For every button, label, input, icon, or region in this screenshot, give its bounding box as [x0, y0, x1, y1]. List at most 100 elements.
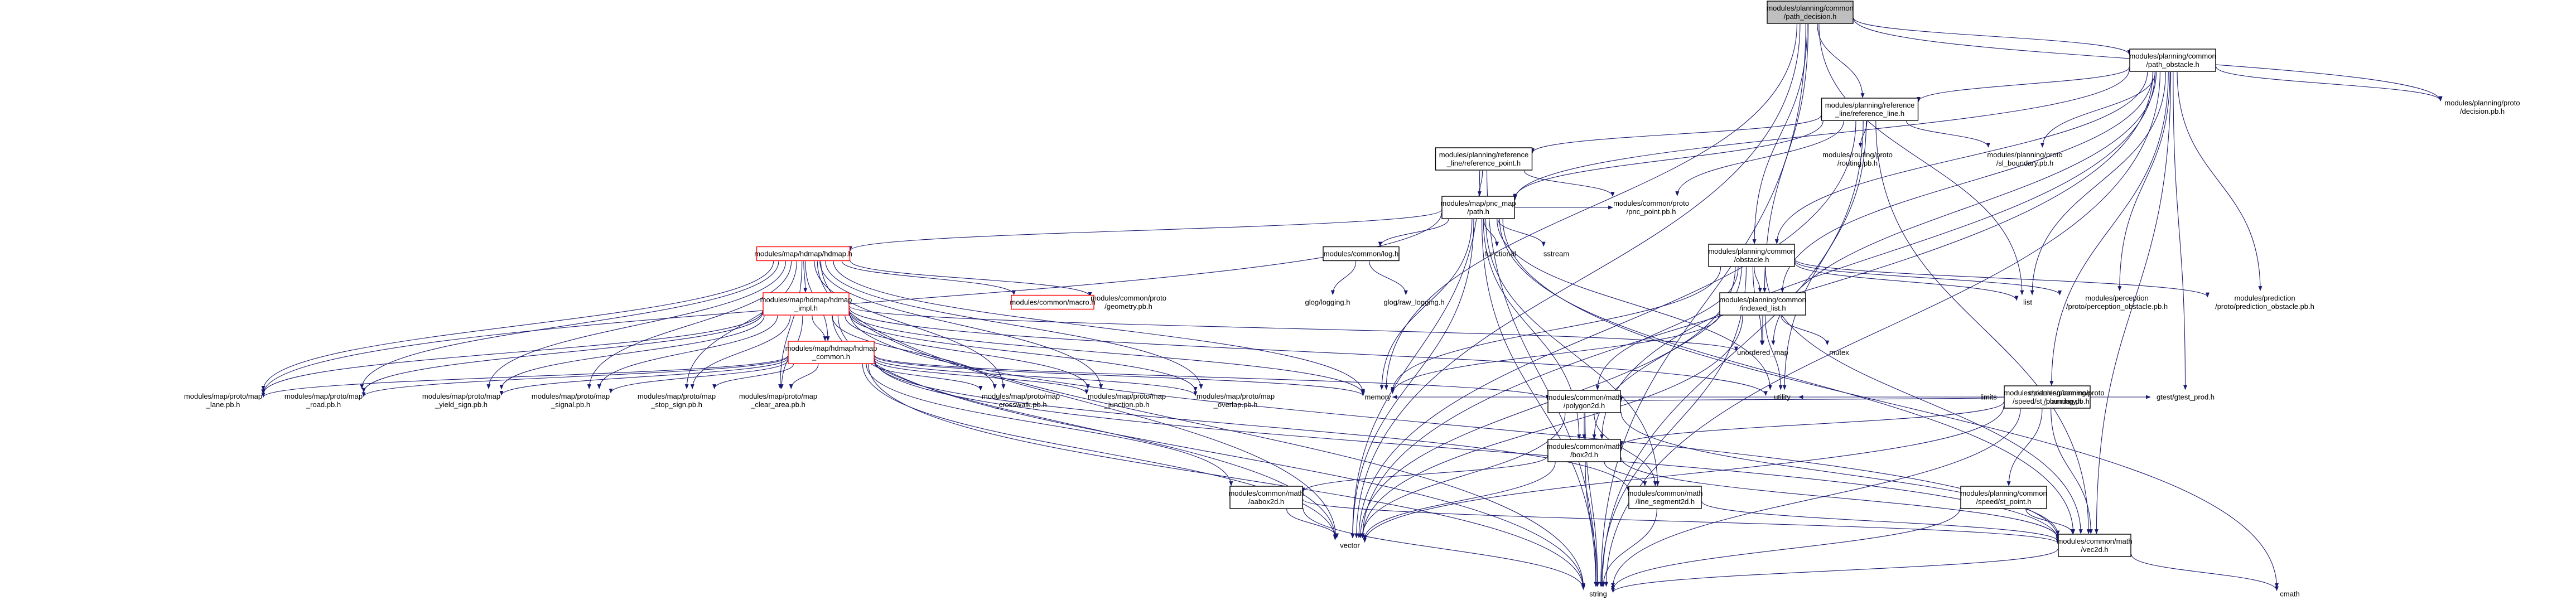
node-box	[1960, 486, 2047, 509]
edge-hdmap-to-junction-pb	[819, 261, 1103, 389]
edge-st-point-to-vec2d	[2025, 509, 2075, 534]
edge-obstacle-to-string	[1599, 267, 1747, 587]
node-label: modules/common/math	[1546, 393, 1622, 401]
graph-node-indexed-list[interactable]: modules/planning/common/indexed_list.h	[1719, 292, 1806, 316]
node-label: unordered_map	[1737, 349, 1788, 357]
graph-node-reference-line[interactable]: modules/planning/reference_line/referenc…	[1821, 98, 1919, 121]
node-label: modules/planning/proto	[2444, 99, 2520, 107]
edge-path-obstacle-to-decision-pb	[2216, 66, 2443, 101]
edge-pnc-path-to-utility	[1497, 219, 1772, 390]
graph-node-obstacle[interactable]: modules/planning/common/obstacle.h	[1708, 244, 1795, 267]
node-label: /path_decision.h	[1784, 12, 1837, 21]
graph-node-hdmap[interactable]: modules/map/hdmap/hdmap.h	[754, 246, 852, 262]
node-label: modules/map/hdmap/hdmap.h	[754, 250, 852, 258]
edge-hdmap-common-to-lane-pb	[261, 355, 788, 398]
edge-hdmap-impl-to-junction-pb	[845, 315, 1090, 389]
graph-node-polygon2d[interactable]: modules/common/math/polygon2d.h	[1546, 390, 1622, 413]
node-label: _common.h	[812, 352, 850, 361]
edge-hdmap-common-to-signal-pb	[609, 360, 788, 394]
edge-root-to-string	[1599, 23, 1806, 587]
node-label: glog/logging.h	[1305, 298, 1350, 307]
graph-node-hdmap-impl[interactable]: modules/map/hdmap/hdmap_impl.h	[760, 292, 852, 316]
edge-path-obstacle-to-reference-line	[1917, 67, 2130, 102]
graph-node-unordered-map: unordered_map	[1737, 349, 1788, 357]
node-label: modules/planning/reference	[1439, 151, 1528, 159]
graph-node-limits: limits	[1980, 393, 1997, 401]
node-label: /pnc_point.pb.h	[1627, 207, 1676, 216]
edge-reference-line-to-reference-point	[1531, 115, 1822, 153]
graph-node-pnc-path[interactable]: modules/map/pnc_map/path.h	[1440, 196, 1516, 219]
node-label: modules/map/proto/map	[638, 392, 716, 400]
graph-node-log[interactable]: modules/common/log.h	[1323, 246, 1400, 262]
node-label: modules/map/pnc_map	[1440, 199, 1516, 207]
edge-obstacle-to-polygon2d	[1595, 267, 1739, 390]
edge-hdmap-common-to-overlap-pb	[874, 357, 1198, 396]
edge-hdmap-impl-to-signal-pb	[597, 315, 778, 389]
node-label: /path.h	[1467, 207, 1489, 216]
edge-root-to-reference-line	[1817, 23, 1865, 98]
graph-node-vec2d[interactable]: modules/common/math/vec2d.h	[2057, 534, 2133, 557]
edge-hdmap-common-to-vec2d	[874, 359, 2060, 540]
graph-node-path-obstacle[interactable]: modules/planning/common/path_obstacle.h	[2129, 49, 2216, 72]
edge-aabox2d-to-vec2d	[1303, 499, 2060, 544]
graph-node-root[interactable]: modules/planning/common/path_decision.h	[1767, 1, 1854, 24]
node-box	[763, 292, 850, 316]
edge-polygon2d-to-line-segment2d	[1594, 413, 1657, 486]
graph-node-box2d[interactable]: modules/common/math/box2d.h	[1546, 439, 1622, 462]
edge-pnc-path-to-string	[1481, 219, 1598, 587]
node-label: modules/planning/common	[1767, 4, 1853, 12]
edge-speed-boundary-to-box2d	[1619, 401, 2004, 447]
edge-obstacle-to-memory	[1391, 267, 1721, 392]
node-label: modules/map/proto/map	[1088, 392, 1166, 400]
edge-speed-boundary-to-vec2d	[2051, 408, 2093, 534]
node-label: _signal.pb.h	[551, 400, 590, 409]
edge-line-segment2d-to-vec2d	[1701, 501, 2060, 542]
graph-node-reference-point[interactable]: modules/planning/reference_line/referenc…	[1435, 147, 1533, 171]
edge-st-point-to-string	[1611, 507, 1961, 591]
graph-node-hdmap-common[interactable]: modules/map/hdmap/hdmap_common.h	[785, 341, 877, 364]
graph-node-sl-boundary-pb: modules/planning/proto/sl_boundary.pb.h	[1987, 151, 2062, 167]
graph-node-glog-raw-logging: glog/raw_logging.h	[1383, 298, 1444, 307]
node-box	[1435, 147, 1533, 171]
node-layer: modules/planning/common/path_decision.hm…	[184, 1, 2520, 598]
node-label: modules/common/proto	[1613, 199, 1689, 207]
node-label: _crosswalk.pb.h	[994, 400, 1046, 409]
graph-node-junction-pb: modules/map/proto/map_junction.pb.h	[1088, 392, 1166, 409]
node-label: /proto/prediction_obstacle.pb.h	[2215, 302, 2314, 311]
edge-path-obstacle-to-box2d	[1600, 71, 2155, 439]
edge-path-obstacle-to-string	[1604, 71, 2160, 587]
graph-node-aabox2d[interactable]: modules/common/math/aabox2d.h	[1228, 486, 1304, 509]
graph-node-pnc-point-pb: modules/common/proto/pnc_point.pb.h	[1613, 199, 1689, 216]
edge-hdmap-to-yield-sign-pb	[486, 261, 787, 389]
node-label: modules/map/proto/map	[184, 392, 262, 400]
edge-hdmap-to-geometry-pb	[850, 260, 1092, 297]
graph-node-utility: utility	[1774, 393, 1791, 401]
edge-pnc-path-to-cmath	[1502, 219, 2279, 588]
edge-hdmap-impl-to-memory	[849, 311, 1365, 395]
edge-polygon2d-to-vector	[1360, 413, 1566, 539]
node-label: /speed/st_point.h	[1976, 497, 2031, 506]
graph-node-string: string	[1589, 590, 1607, 598]
edge-hdmap-common-to-junction-pb	[874, 359, 1089, 395]
node-label: modules/routing/proto	[1822, 151, 1893, 159]
edge-path-obstacle-to-sl-boundary-pb	[2040, 71, 2156, 148]
edge-path-obstacle-to-gtest-prod	[2173, 71, 2188, 390]
graph-node-st-point[interactable]: modules/planning/common/speed/st_point.h	[1960, 486, 2047, 509]
node-box	[1628, 486, 1702, 509]
graph-node-macro[interactable]: modules/common/macro.h	[1010, 294, 1096, 310]
graph-node-line-segment2d[interactable]: modules/common/math/line_segment2d.h	[1627, 486, 1703, 509]
node-label: sstream	[1543, 250, 1569, 258]
node-label: gtest/gtest_prod.h	[2157, 393, 2215, 401]
edge-path-obstacle-to-speed-boundary	[2049, 71, 2169, 386]
node-label: /proto/perception_obstacle.pb.h	[2066, 302, 2168, 311]
node-label: /geometry.pb.h	[1104, 302, 1152, 311]
edge-obstacle-to-prediction-obstacle-pb	[1794, 259, 2210, 298]
node-box	[1547, 439, 1621, 462]
node-label: modules/planning/common	[1708, 247, 1794, 255]
graph-node-prediction-obstacle-pb: modules/prediction/proto/prediction_obst…	[2215, 294, 2314, 311]
graph-node-speed-boundary[interactable]: modules/planning/common/speed/st_boundar…	[2004, 385, 2091, 409]
graph-node-geometry-pb: modules/common/proto/geometry.pb.h	[1091, 294, 1166, 311]
edge-hdmap-impl-to-lane-pb	[261, 311, 763, 394]
node-label: modules/map/proto/map	[532, 392, 610, 400]
edge-hdmap-common-to-yield-sign-pb	[499, 357, 788, 396]
